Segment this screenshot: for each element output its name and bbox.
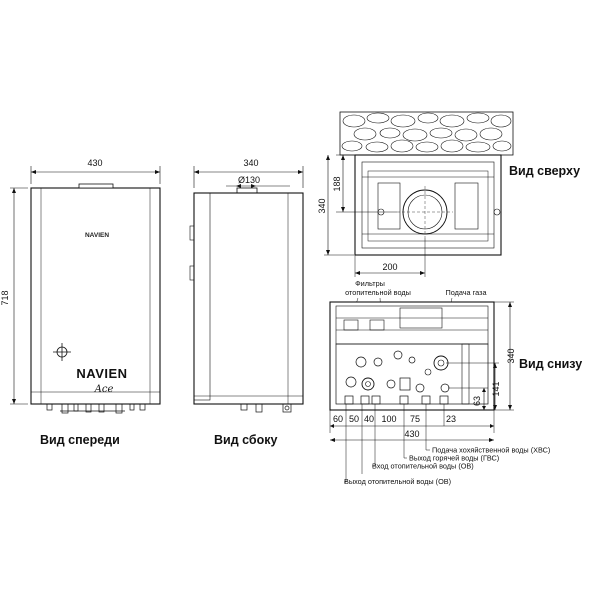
front-view	[10, 166, 161, 414]
bottom-dim-cell: 40	[364, 414, 374, 424]
gas-supply-label: Подача газа	[445, 288, 487, 297]
legend-heating-flow: Выход отопительной воды (ОВ)	[344, 477, 451, 486]
side-flue-label: Ø130	[238, 175, 260, 185]
filters-label-line1: Фильтры	[355, 279, 385, 288]
bottom-dim-cell: 100	[381, 414, 396, 424]
top-dim-340: 340	[317, 198, 327, 213]
front-brand-logo: NAVIEN	[76, 366, 127, 381]
legend-heating-return: Вход отопительной воды (ОВ)	[372, 462, 474, 471]
side-view-caption: Вид сбоку	[214, 433, 278, 447]
bottom-view-caption: Вид снизу	[519, 357, 582, 371]
top-dim-200: 200	[382, 262, 397, 272]
bottom-dim-340: 340	[506, 348, 516, 363]
filters-label-line2: отопительной воды	[345, 288, 411, 297]
front-height-label: 718	[0, 290, 10, 305]
front-brand-small: NAVIEN	[85, 232, 109, 239]
top-view	[324, 111, 514, 277]
top-dim-188: 188	[332, 176, 342, 191]
bottom-dim-cell: 60	[333, 414, 343, 424]
bottom-dim-cell: 50	[349, 414, 359, 424]
bottom-dim-141: 141	[491, 381, 501, 396]
front-view-caption: Вид спереди	[40, 433, 120, 447]
side-depth-label: 340	[243, 158, 258, 168]
bottom-dim-cell: 23	[446, 414, 456, 424]
bottom-width-label: 430	[404, 429, 419, 439]
front-model-name: Ace	[94, 384, 114, 395]
top-view-caption: Вид сверху	[509, 164, 580, 178]
legend-cold-water: Подача хохяйственной воды (ХВС)	[432, 446, 550, 455]
bottom-dim-cell: 75	[410, 414, 420, 424]
side-view	[189, 166, 304, 413]
front-width-label: 430	[87, 158, 102, 168]
bottom-dim-63: 63	[472, 396, 482, 406]
legend-hot-water: Выход горячей воды (ГВС)	[409, 454, 499, 463]
bottom-view	[329, 297, 514, 483]
